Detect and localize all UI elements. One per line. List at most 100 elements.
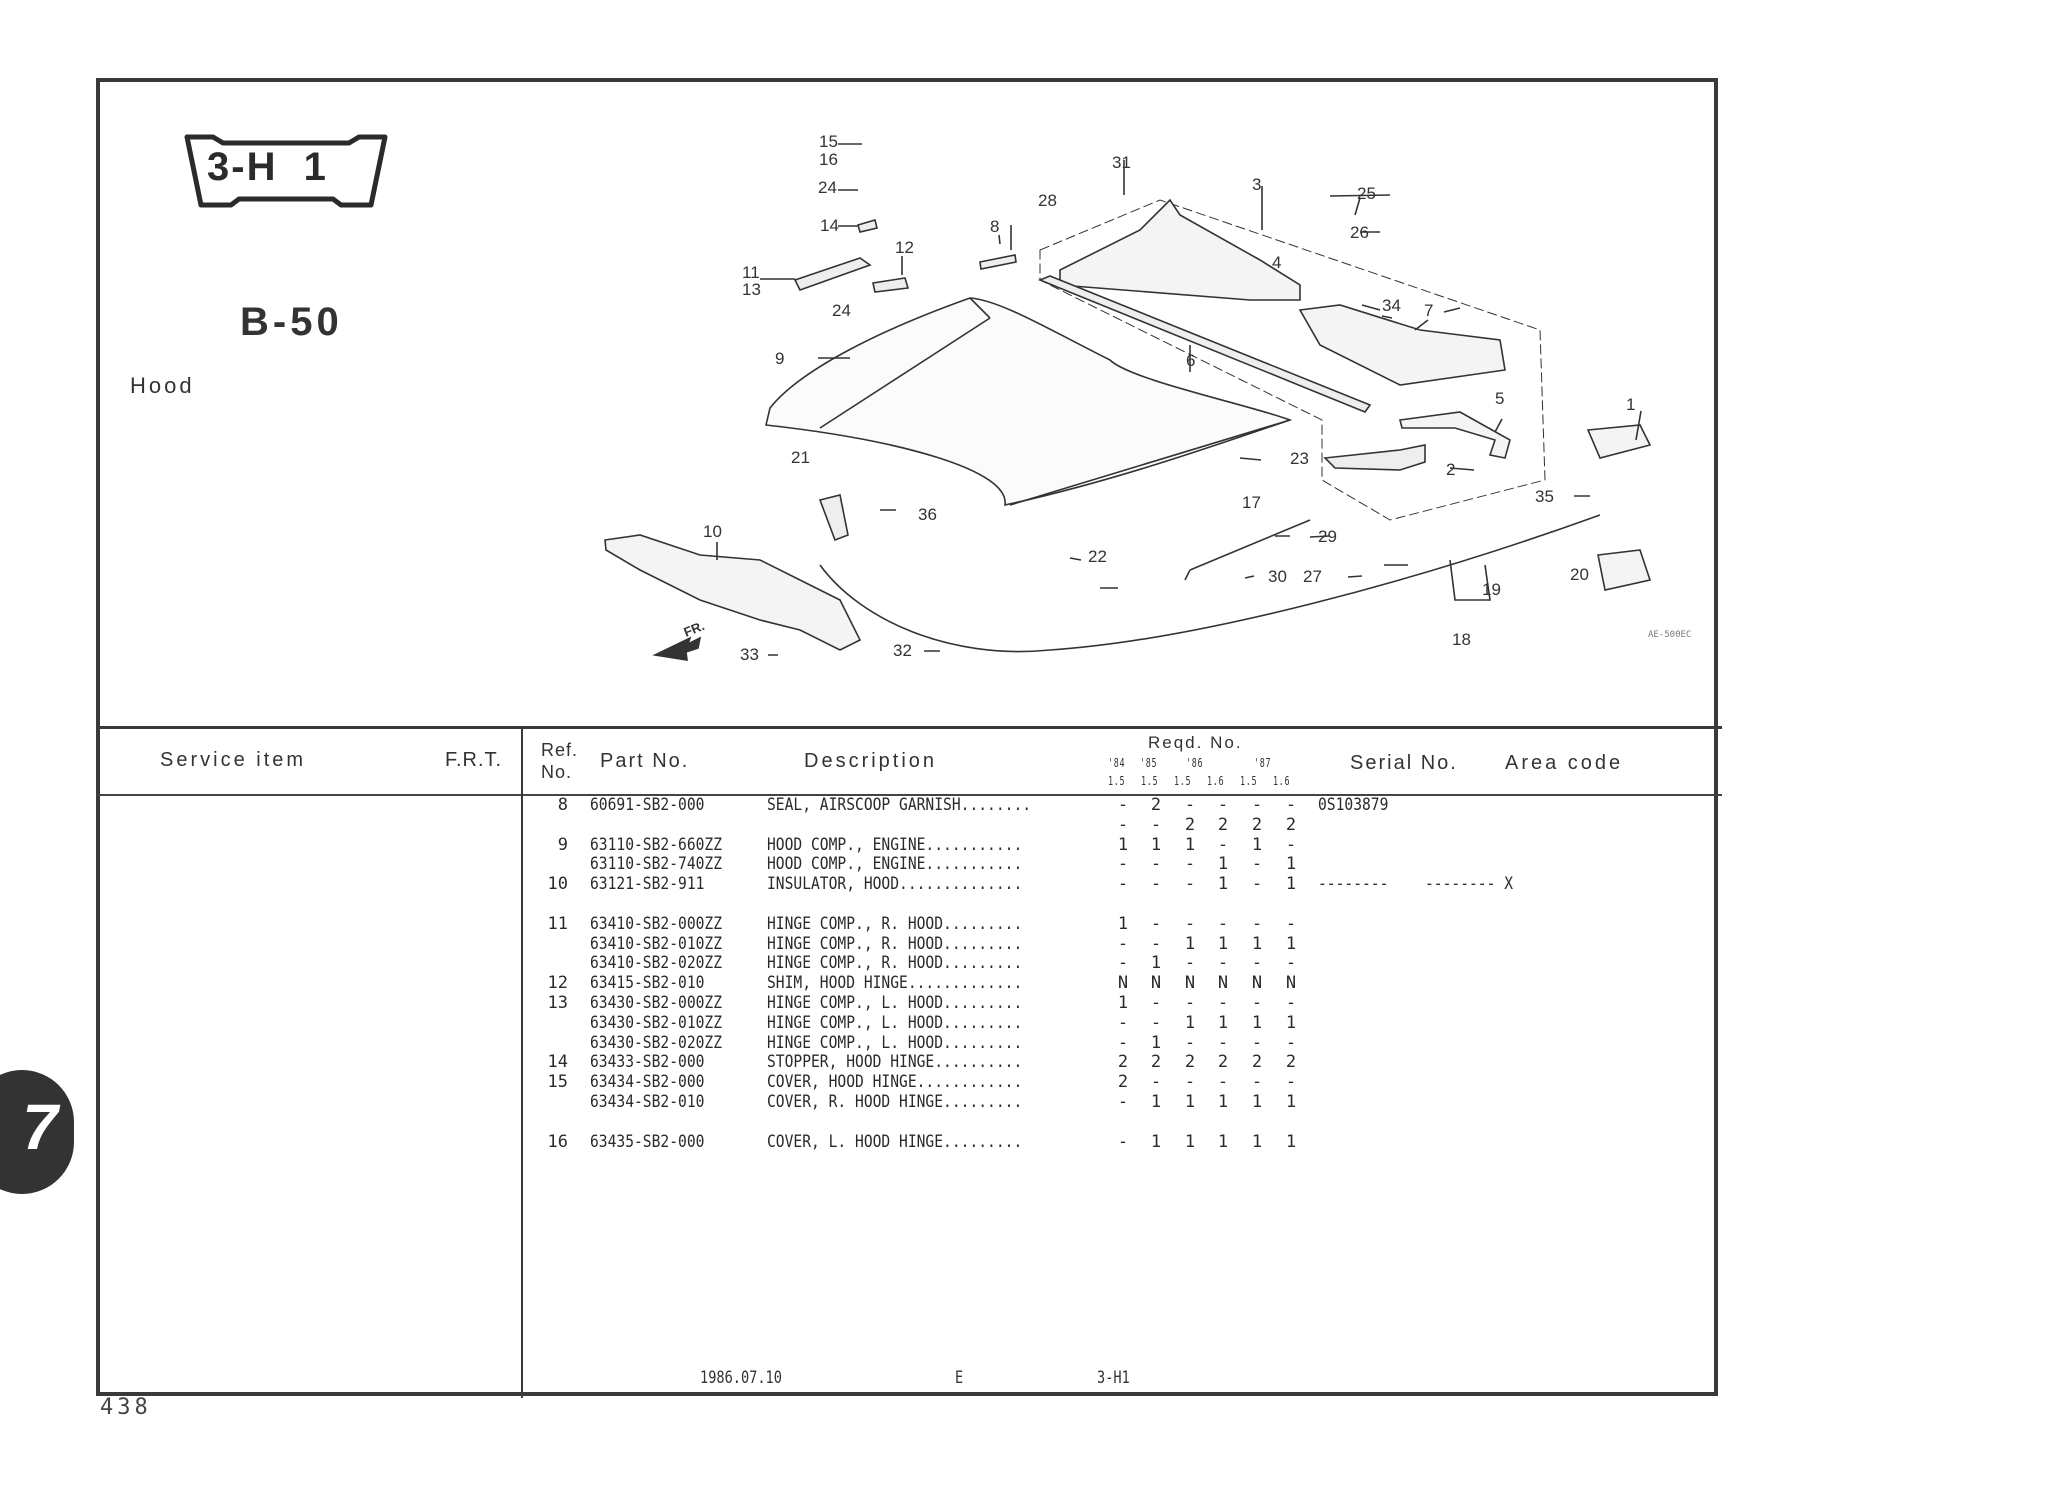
ref-no: 8 [557, 795, 568, 815]
part-description: INSULATOR, HOOD.............. [767, 874, 1023, 895]
reqd-qty: 2 [1251, 814, 1263, 835]
reqd-qty: - [1285, 1032, 1297, 1053]
reqd-qty: - [1184, 874, 1196, 895]
reqd-qty: N [1150, 973, 1162, 994]
ref-no: 9 [557, 834, 568, 855]
reqd-qty: 1 [1217, 874, 1229, 895]
part-1-icon [1586, 424, 1652, 459]
part-number: 63434-SB2-000 [590, 1072, 705, 1093]
reqd-qty: 2 [1150, 1052, 1162, 1073]
reqd-qty: - [1117, 1032, 1129, 1053]
part-number: 63433-SB2-000 [590, 1052, 705, 1073]
reqd-qty: 1 [1285, 1131, 1297, 1152]
front-arrow-icon [652, 636, 702, 661]
reqd-qty: 1 [1285, 874, 1297, 895]
reqd-qty: - [1251, 993, 1263, 1013]
part-description: SHIM, HOOD HINGE............. [767, 973, 1023, 994]
reqd-qty: N [1285, 973, 1297, 994]
reqd-qty: 2 [1217, 1052, 1229, 1073]
reqd-qty: 2 [1150, 795, 1162, 815]
duct-2-icon [1323, 444, 1426, 471]
reqd-qty: 1 [1251, 834, 1263, 855]
reqd-qty: - [1150, 1072, 1162, 1093]
part-description: HOOD COMP., ENGINE........... [767, 854, 1023, 875]
reqd-qty: 1 [1150, 1032, 1162, 1053]
reqd-qty: - [1217, 1072, 1229, 1093]
callout-8: 8 [990, 217, 999, 236]
callout-19: 19 [1482, 580, 1501, 599]
callout-10: 10 [703, 522, 722, 541]
variant-4: 1.6 [1207, 774, 1225, 788]
part-number: 63110-SB2-740ZZ [590, 854, 723, 875]
exploded-parts-diagram: 15 16 24 14 11 13 12 24 8 28 31 3 25 26 … [604, 132, 1691, 664]
ref-no: 11 [547, 913, 568, 934]
reqd-qty: 1 [1251, 933, 1263, 954]
reqd-qty: 1 [1217, 933, 1229, 954]
serial-number: 0S103879 [1318, 795, 1389, 815]
reqd-qty: - [1117, 795, 1129, 815]
reqd-qty: - [1285, 913, 1297, 934]
col-ref-top: Ref. [541, 740, 579, 760]
reqd-qty: - [1117, 1131, 1129, 1152]
callout-9: 9 [775, 349, 784, 368]
variant-6: 1.6 [1273, 774, 1291, 788]
figure-code: AE-500EC [1648, 630, 1691, 640]
part-description: COVER, HOOD HINGE............ [767, 1072, 1023, 1093]
part-number: 63430-SB2-020ZZ [590, 1032, 723, 1053]
callout-22: 22 [1088, 547, 1107, 566]
callout-25: 25 [1357, 184, 1376, 203]
area-code: -------- X [1425, 874, 1514, 895]
col-reqd-no: Reqd. No. [1148, 733, 1243, 752]
seal-5-icon [1399, 411, 1511, 459]
reqd-qty: - [1285, 834, 1297, 855]
col-frt: F.R.T. [445, 749, 503, 771]
reqd-qty: - [1251, 854, 1263, 875]
reqd-qty: 1 [1217, 1092, 1229, 1112]
reqd-qty: 1 [1285, 1092, 1297, 1112]
ref-no: 13 [547, 993, 568, 1013]
reqd-qty: - [1150, 874, 1162, 895]
seal-8-icon [979, 254, 1017, 270]
callout-36: 36 [918, 505, 937, 524]
reqd-qty: - [1117, 1092, 1129, 1112]
callout-28: 28 [1038, 191, 1057, 210]
part-description: HINGE COMP., R. HOOD......... [767, 913, 1023, 934]
reqd-qty: - [1184, 1032, 1196, 1053]
seal-6-icon [1037, 275, 1372, 413]
reqd-qty: - [1150, 1012, 1162, 1033]
reqd-qty: - [1117, 874, 1129, 895]
part-number: 63410-SB2-020ZZ [590, 953, 723, 974]
ref-no: 12 [547, 973, 568, 994]
reqd-qty: - [1285, 993, 1297, 1013]
reqd-qty: - [1150, 993, 1162, 1013]
reqd-qty: 1 [1217, 1012, 1229, 1033]
reqd-qty: 1 [1251, 1092, 1263, 1112]
reqd-qty: - [1217, 993, 1229, 1013]
footer-group: 3-H1 [1097, 1368, 1130, 1388]
callout-12: 12 [895, 238, 914, 257]
bracket-20-icon [1597, 549, 1652, 591]
col-service-item: Service item [160, 749, 307, 771]
reqd-qty: 1 [1150, 1131, 1162, 1152]
reqd-qty: - [1285, 795, 1297, 815]
part-description: STOPPER, HOOD HINGE.......... [767, 1052, 1023, 1073]
callout-35: 35 [1535, 487, 1554, 506]
reqd-qty: 2 [1285, 1052, 1297, 1073]
reqd-qty: 1 [1251, 1012, 1263, 1033]
reqd-qty: - [1217, 795, 1229, 815]
support-rod-icon [1184, 519, 1311, 581]
col-serial-no: Serial No. [1350, 752, 1458, 774]
reqd-qty: 1 [1184, 1131, 1196, 1152]
callout-24b: 24 [832, 301, 851, 320]
part-number: 63110-SB2-660ZZ [590, 834, 723, 855]
part-description: COVER, R. HOOD HINGE......... [767, 1092, 1023, 1112]
callout-15: 15 [819, 132, 838, 151]
hood-release-cable [819, 514, 1601, 653]
variant-5: 1.5 [1240, 774, 1258, 788]
part-number: 63430-SB2-000ZZ [590, 993, 723, 1013]
reqd-qty: - [1217, 834, 1229, 855]
service-column-divider [521, 727, 523, 1398]
group-badge: 3-H 1 [183, 133, 389, 209]
part-description: HOOD COMP., ENGINE........... [767, 834, 1023, 855]
callout-3: 3 [1252, 175, 1261, 194]
